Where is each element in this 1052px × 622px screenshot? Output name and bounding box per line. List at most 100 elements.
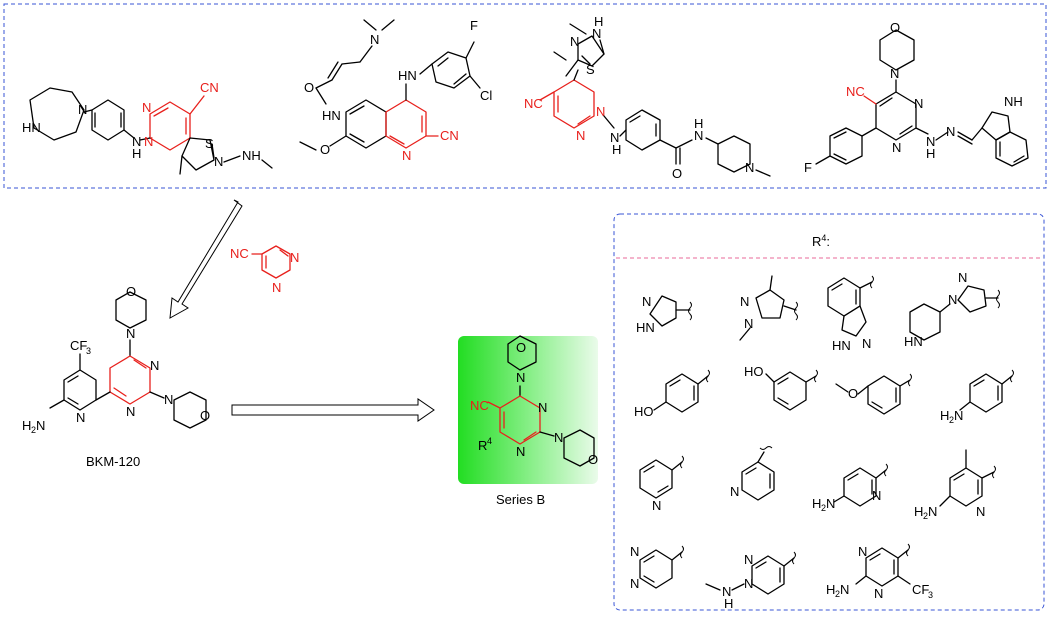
svg-text:CN: CN xyxy=(200,80,219,95)
r4-4-hydroxyphenyl: HO xyxy=(634,369,710,419)
r4-aminotrifluoromethylpyrimidinyl: N N H 2 N CF 3 xyxy=(826,543,933,601)
r4-6-aminopyridin-3-yl: N H 2 N xyxy=(812,463,888,513)
r4-substituents-box xyxy=(613,213,1045,611)
svg-text:N: N xyxy=(630,576,639,591)
svg-text:HO: HO xyxy=(744,364,764,379)
svg-text:N: N xyxy=(722,584,731,599)
series-b-box xyxy=(458,336,598,484)
svg-text:O: O xyxy=(320,142,330,157)
r4-pyridin-4-yl: N xyxy=(730,446,775,501)
r4-4-aminophenyl: H 2 N xyxy=(940,369,1014,425)
svg-text:N: N xyxy=(516,370,525,385)
series-b-label: Series B xyxy=(496,492,545,507)
svg-text:HN: HN xyxy=(398,68,417,83)
svg-text:O: O xyxy=(200,408,210,423)
svg-text:H: H xyxy=(826,582,835,597)
svg-text:NH: NH xyxy=(1004,94,1023,109)
r4-indazol-4-yl: HN N xyxy=(827,275,874,353)
svg-text:N: N xyxy=(554,430,563,445)
svg-text:N: N xyxy=(592,26,601,41)
svg-text:H: H xyxy=(22,418,31,433)
svg-text:N: N xyxy=(36,418,45,433)
svg-text:H: H xyxy=(694,116,703,131)
svg-text:O: O xyxy=(672,166,682,181)
svg-text:N: N xyxy=(76,410,85,425)
fragment-nc-label: NC xyxy=(230,246,249,261)
svg-text:H: H xyxy=(812,496,821,511)
compound-2-structure: N O HN N CN HN F Cl O xyxy=(299,18,492,163)
svg-text:N: N xyxy=(164,392,173,407)
svg-text:HN: HN xyxy=(904,334,923,349)
design-arrow-down xyxy=(169,199,243,319)
r4-dimethylpyrazolyl: N N xyxy=(739,275,798,341)
svg-text:N: N xyxy=(730,484,739,499)
svg-text:F: F xyxy=(804,160,812,175)
svg-text:CF: CF xyxy=(70,338,87,353)
svg-text:H: H xyxy=(914,504,923,519)
svg-text:N: N xyxy=(874,586,883,601)
bkm120-label: BKM-120 xyxy=(86,454,140,469)
svg-text:CF: CF xyxy=(912,582,929,597)
svg-text:HN: HN xyxy=(22,120,41,135)
svg-text:N: N xyxy=(78,102,87,117)
svg-text:S: S xyxy=(586,62,595,77)
svg-text:N: N xyxy=(290,250,299,265)
svg-text:N: N xyxy=(928,504,937,519)
svg-text:N: N xyxy=(872,488,881,503)
svg-text:HN: HN xyxy=(636,320,655,335)
svg-text:F: F xyxy=(470,18,478,33)
svg-text:N: N xyxy=(132,134,141,149)
svg-text:N: N xyxy=(642,294,651,309)
svg-text:N: N xyxy=(744,552,753,567)
svg-text:NH: NH xyxy=(242,148,261,163)
svg-text:N: N xyxy=(272,280,281,295)
svg-text:N: N xyxy=(740,294,749,309)
r4-3-hydroxyphenyl: HO xyxy=(744,364,818,411)
r4-pyridin-3-yl: N xyxy=(639,455,684,513)
svg-text:H: H xyxy=(940,408,949,423)
svg-text:N: N xyxy=(610,130,619,145)
svg-text:N: N xyxy=(958,270,967,285)
svg-text:N: N xyxy=(150,358,159,373)
svg-text:3: 3 xyxy=(86,346,91,356)
svg-text:N: N xyxy=(862,336,871,351)
svg-text:4: 4 xyxy=(487,436,492,446)
svg-text:O: O xyxy=(588,452,598,467)
svg-text:H: H xyxy=(724,596,733,611)
svg-text:O: O xyxy=(890,20,900,35)
svg-text:HN: HN xyxy=(832,338,851,353)
svg-text:N: N xyxy=(948,292,957,307)
svg-text:CN: CN xyxy=(440,128,459,143)
svg-text:N: N xyxy=(946,124,955,139)
svg-text:2: 2 xyxy=(31,425,36,435)
svg-text:N: N xyxy=(826,496,835,511)
svg-text:N: N xyxy=(694,128,703,143)
svg-text:HN: HN xyxy=(322,108,341,123)
r4-piperidinyl-pyrazolyl: HN N N xyxy=(904,270,1000,349)
r4-methylaminopyrimidinyl: N N N H xyxy=(705,551,796,611)
svg-text:N: N xyxy=(214,154,223,169)
svg-text:N: N xyxy=(570,34,579,49)
cyanopyrimidine-fragment: NC N N xyxy=(230,245,299,295)
svg-text:N: N xyxy=(858,544,867,559)
svg-text:N: N xyxy=(954,408,963,423)
svg-text:N: N xyxy=(516,444,525,459)
svg-text:N: N xyxy=(744,576,753,591)
svg-text:N: N xyxy=(126,326,135,341)
svg-text:H: H xyxy=(612,142,621,157)
svg-text:N: N xyxy=(576,128,585,143)
svg-text:2: 2 xyxy=(821,503,826,513)
svg-text:N: N xyxy=(402,148,411,163)
svg-text:HO: HO xyxy=(634,404,654,419)
r4-header: R4: xyxy=(812,233,830,249)
svg-text:N: N xyxy=(892,140,901,155)
svg-text:Cl: Cl xyxy=(480,88,492,103)
bkm120-structure: O N N N N O N CF 3 H 2 N xyxy=(22,284,210,435)
svg-text:2: 2 xyxy=(949,415,954,425)
compound-4-structure: O N N N NC N H N NH F xyxy=(804,20,1029,175)
svg-text:N: N xyxy=(142,100,151,115)
svg-text:H: H xyxy=(926,146,935,161)
r4-pyrimidin-5-yl: N N xyxy=(630,544,684,591)
svg-text:N: N xyxy=(840,582,849,597)
